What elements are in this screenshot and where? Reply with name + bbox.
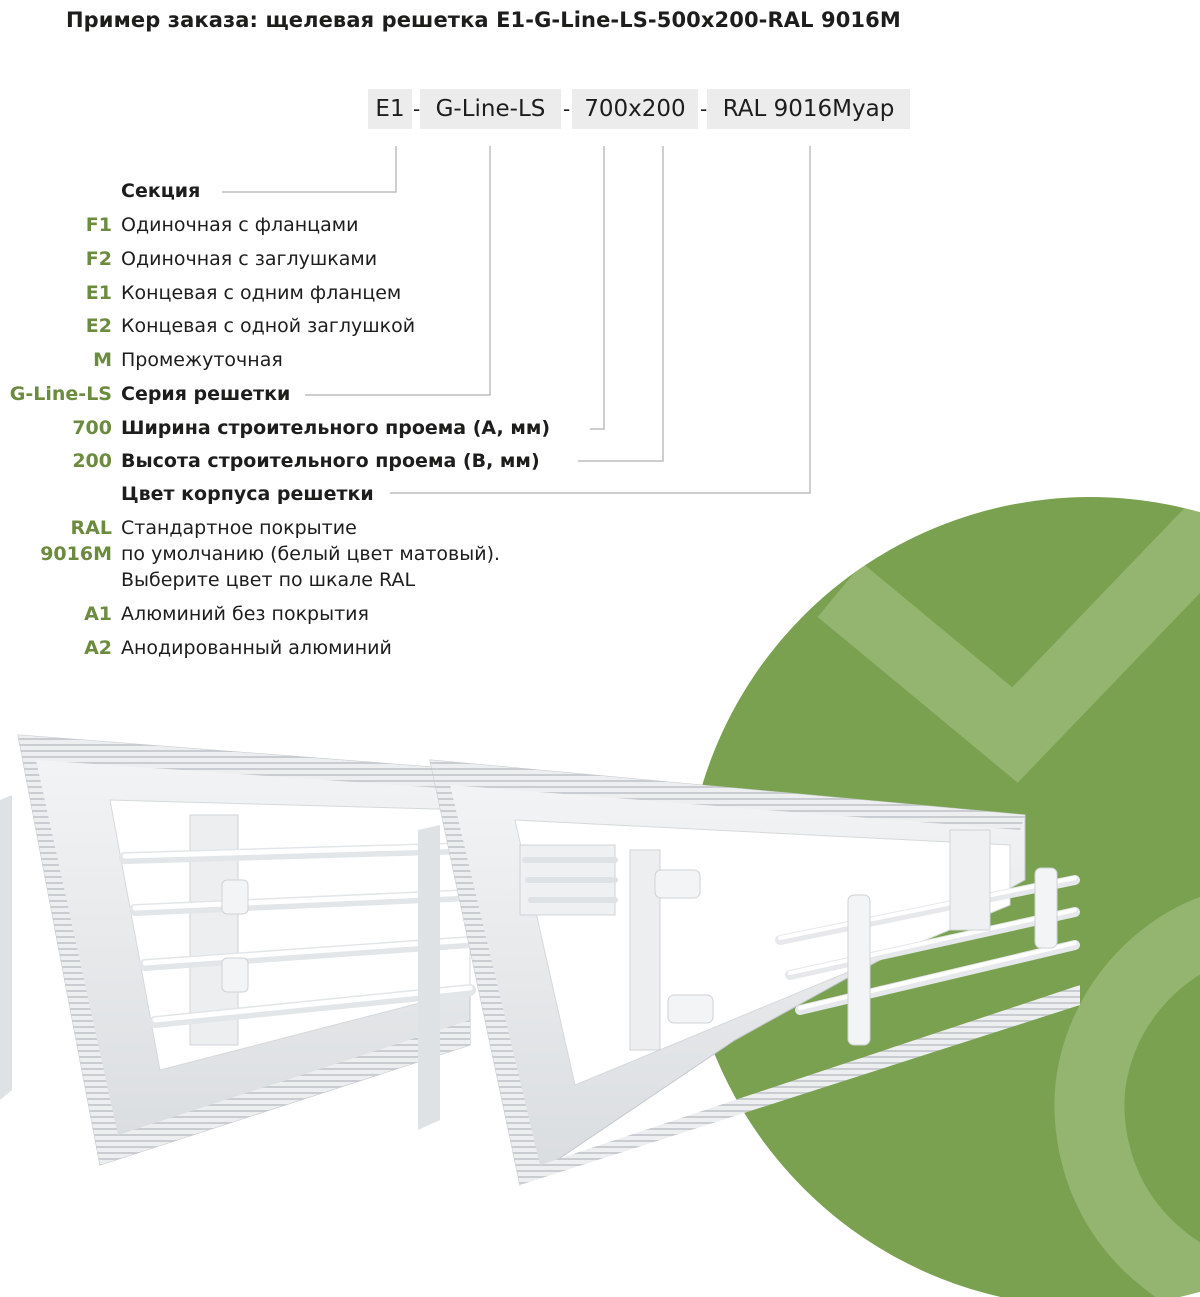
legend-heading: Цвет корпуса решетки bbox=[121, 483, 374, 505]
code-part-color: RAL 9016Муар bbox=[707, 89, 910, 129]
legend-code: RAL 9016M bbox=[40, 517, 112, 565]
product-photo-slot-grilles bbox=[0, 734, 1080, 1186]
legend-description: Одиночная с фланцами bbox=[121, 214, 359, 236]
legend-description: Высота строительного проема (B, мм) bbox=[121, 450, 540, 472]
legend-description: Серия решетки bbox=[121, 383, 291, 405]
legend-description: Алюминий без покрытия bbox=[121, 603, 369, 625]
legend-code: A2 bbox=[84, 637, 112, 659]
code-part-size: 700x200 bbox=[572, 89, 698, 129]
code-part-series: G-Line-LS bbox=[420, 89, 561, 129]
grille-left bbox=[0, 734, 476, 1166]
legend-description: Анодированный алюминий bbox=[121, 637, 392, 659]
code-part-section: E1 bbox=[368, 89, 412, 129]
code-separator: - bbox=[563, 97, 571, 121]
legend-code: A1 bbox=[84, 603, 112, 625]
legend-code: F2 bbox=[85, 248, 112, 270]
legend-code: 200 bbox=[72, 450, 112, 472]
legend-code: 700 bbox=[72, 417, 112, 439]
legend-code: G-Line-LS bbox=[9, 383, 112, 405]
legend-description: Ширина строительного проема (A, мм) bbox=[121, 417, 551, 439]
page-title: Пример заказа: щелевая решетка E1-G-Line… bbox=[66, 8, 901, 32]
legend-description: Одиночная с заглушками bbox=[121, 248, 378, 270]
legend-code: M bbox=[93, 349, 112, 371]
legend-description: Стандартное покрытие по умолчанию (белый… bbox=[121, 517, 501, 591]
legend-description: Промежуточная bbox=[121, 349, 283, 371]
legend-description: Концевая с одним фланцем bbox=[121, 282, 402, 304]
legend-description: Концевая с одной заглушкой bbox=[121, 315, 416, 337]
grille-right bbox=[418, 759, 1080, 1186]
legend-code: F1 bbox=[85, 214, 112, 236]
code-separator: - bbox=[700, 97, 708, 121]
legend-heading: Секция bbox=[121, 180, 201, 202]
code-separator: - bbox=[413, 97, 421, 121]
legend-code: E2 bbox=[85, 315, 112, 337]
legend-code: E1 bbox=[85, 282, 112, 304]
leader-lines bbox=[222, 146, 811, 494]
